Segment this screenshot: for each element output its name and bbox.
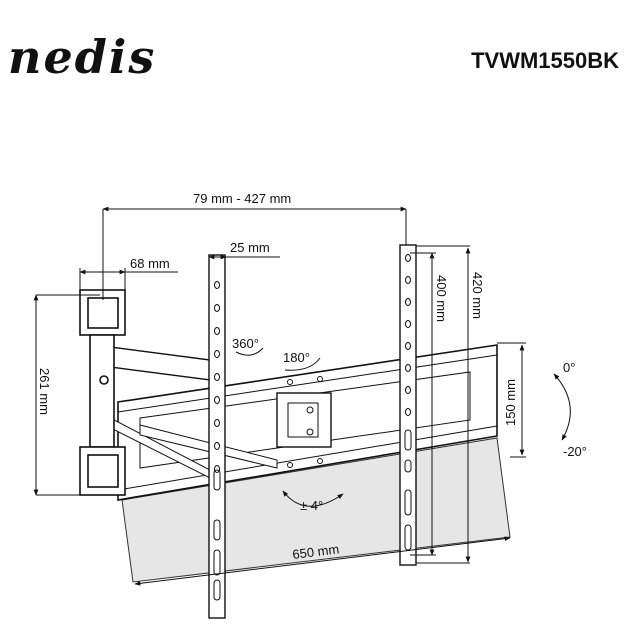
strip-hole <box>405 320 411 328</box>
strip-hole <box>405 408 411 416</box>
strip-hole <box>405 386 411 394</box>
swivel-angle-label: 180° <box>283 350 310 365</box>
wall-plate-height-label: 261 mm <box>37 368 52 415</box>
strip-hole <box>214 396 220 404</box>
model-number: TVWM1550BK <box>471 48 619 73</box>
strip-hole <box>404 459 412 473</box>
vesa-width-range-label: 79 mm - 427 mm <box>193 191 291 206</box>
brand-logo: nedis <box>8 30 157 84</box>
wall-plate-width-label: 68 mm <box>130 256 170 271</box>
level-adjust-label: ± 4° <box>300 498 323 513</box>
strip-hole <box>214 350 220 358</box>
strip-hole <box>214 373 220 381</box>
strip-hole <box>405 342 411 350</box>
tilt-top-label: 0° <box>563 360 575 375</box>
strip-hole <box>214 327 220 335</box>
strip-hole <box>405 254 411 262</box>
hole-spacing-label: 400 mm <box>434 275 449 322</box>
right-vesa-strip <box>399 244 417 566</box>
strip-hole <box>213 469 221 491</box>
arm-extension-label: 650 mm <box>292 541 340 562</box>
left-vesa-strip <box>208 254 226 619</box>
frame-height-label: 150 mm <box>503 379 518 426</box>
strip-hole <box>214 419 220 427</box>
strip-hole <box>214 442 220 450</box>
strip-width-label: 25 mm <box>230 240 270 255</box>
strip-hole <box>405 276 411 284</box>
tilt-bottom-label: -20° <box>563 444 587 459</box>
strip-hole <box>214 465 220 473</box>
strip-length-label: 420 mm <box>470 272 485 319</box>
strip-hole <box>404 429 412 451</box>
strip-hole <box>214 281 220 289</box>
rotation-angle-label: 360° <box>232 336 259 351</box>
strip-hole <box>404 489 412 516</box>
strip-hole <box>405 298 411 306</box>
strip-hole <box>405 364 411 372</box>
wall-plate <box>79 289 126 496</box>
strip-hole <box>214 304 220 312</box>
